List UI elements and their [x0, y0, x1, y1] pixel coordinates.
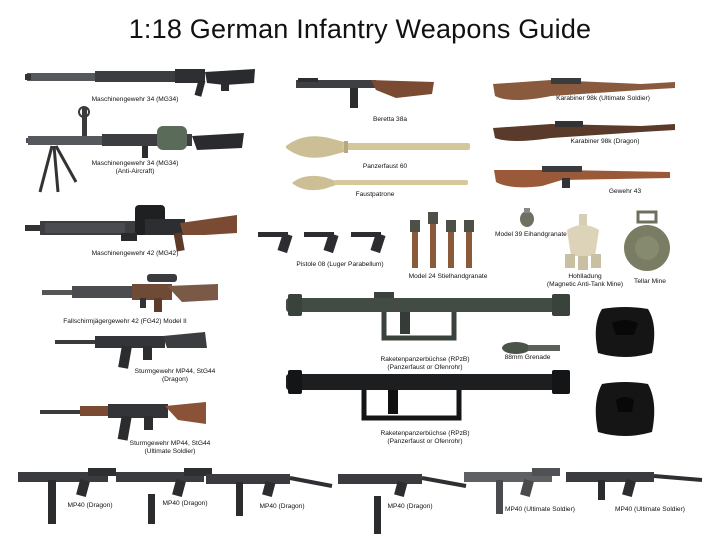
hohlladung-label: Hohlladung (Magnetic Anti-Tank Mine): [540, 273, 630, 289]
grenade-88mm-label: 88mm Grenade: [504, 354, 551, 361]
mp44-dragon-label: Sturmgewehr MP44, StG44 (Dragon): [125, 368, 225, 384]
luger-pistols-image: [258, 232, 386, 254]
mg34-image: [25, 69, 255, 97]
mp44-ultimate-label-line1: Sturmgewehr MP44, StG44: [129, 440, 211, 447]
mp40-3-label: MP40 (Dragon): [259, 503, 305, 510]
mg42-label: Maschinengewehr 42 (MG42): [91, 250, 179, 257]
panzerfaust60-image: [286, 136, 470, 158]
rpzb-green-label: Raketenpanzerbüchse (RPzB) (Panzerfaust …: [375, 356, 475, 372]
mp40-1-image: [18, 468, 116, 524]
mg42-image: [25, 205, 237, 252]
rpzb-black-label-line1: Raketenpanzerbüchse (RPzB): [380, 430, 470, 437]
mp40-6-image: [566, 472, 703, 500]
stand-base-bottom-image: [595, 382, 655, 436]
mg34-aa-label-line1: Maschinengewehr 34 (MG34): [91, 160, 179, 167]
rpzb-black-label-line2: (Panzerfaust or Ofenrohr): [387, 438, 463, 445]
beretta-image: [296, 78, 434, 108]
hohlladung-label-line2: (Magnetic Anti-Tank Mine): [546, 281, 624, 288]
stielhandgranate-image: [410, 212, 474, 268]
k98k-ultimate-image: [493, 78, 675, 100]
grenade-88mm-image: [502, 342, 560, 354]
fg42-label: Fallschirmjägergewehr 42 (FG42) Model II: [63, 318, 187, 325]
hohlladung-label-line1: Hohlladung: [568, 273, 602, 280]
mp44-dragon-label-line1: Sturmgewehr MP44, StG44: [134, 368, 216, 375]
gewehr43-image: [494, 166, 670, 188]
teller-mine-image: [624, 210, 670, 271]
rpzb-black-label: Raketenpanzerbüchse (RPzB) (Panzerfaust …: [375, 430, 475, 446]
rpzb-green-image: [286, 292, 570, 341]
mg34-aa-image: [26, 106, 244, 193]
fg42-image: [42, 274, 218, 312]
gewehr43-label: Gewehr 43: [608, 188, 642, 195]
mp44-dragon-image: [55, 332, 207, 369]
mg34-label: Maschinengewehr 34 (MG34): [91, 96, 179, 103]
eihandgranate-image: [520, 208, 534, 227]
faustpatrone-image: [292, 175, 468, 191]
luger-label: Pistole 08 (Luger Parabellum): [296, 261, 384, 268]
mg34-aa-label: Maschinengewehr 34 (MG34) (Anti-Aircraft…: [70, 160, 200, 176]
mp40-6-label: MP40 (Ultimate Soldier): [615, 506, 685, 513]
rpzb-black-image: [286, 370, 570, 421]
mp44-dragon-label-line2: (Dragon): [161, 376, 189, 383]
mp40-5-image: [464, 468, 560, 514]
k98k-dragon-image: [493, 121, 675, 141]
mp40-1-label: MP40 (Dragon): [67, 502, 113, 509]
eihandgranate-label: Model 39 Eihandgranate: [495, 231, 567, 238]
mp44-ultimate-label: Sturmgewehr MP44, StG44 (Ultimate Soldie…: [120, 440, 220, 456]
k98k-dragon-label: Karabiner 98k (Dragon): [570, 138, 640, 145]
k98k-ultimate-label: Karabiner 98k (Ultimate Soldier): [556, 95, 650, 102]
mp44-ultimate-image: [40, 402, 206, 441]
rpzb-green-label-line1: Raketenpanzerbüchse (RPzB): [380, 356, 470, 363]
mp40-4-label: MP40 (Dragon): [387, 503, 433, 510]
beretta-label: Beretta 38a: [372, 116, 408, 123]
faustpatrone-label: Faustpatrone: [355, 191, 395, 198]
rpzb-green-label-line2: (Panzerfaust or Ofenrohr): [387, 364, 463, 371]
mp40-3-image: [206, 474, 333, 516]
mp44-ultimate-label-line2: (Ultimate Soldier): [144, 448, 196, 455]
stielhandgranate-label: Model 24 Stielhandgranate: [408, 273, 488, 280]
mg34-aa-label-line2: (Anti-Aircraft): [115, 168, 155, 175]
teller-mine-label: Tellar Mine: [634, 278, 666, 285]
page-title: 1:18 German Infantry Weapons Guide: [128, 14, 592, 44]
hohlladung-image: [565, 214, 601, 270]
stand-base-top-image: [595, 307, 655, 357]
mp40-5-label: MP40 (Ultimate Soldier): [505, 506, 575, 513]
mp40-2-image: [116, 468, 212, 524]
mp40-2-label: MP40 (Dragon): [162, 500, 208, 507]
panzerfaust60-label: Panzerfaust 60: [362, 163, 408, 170]
mp40-4-image: [338, 474, 467, 534]
